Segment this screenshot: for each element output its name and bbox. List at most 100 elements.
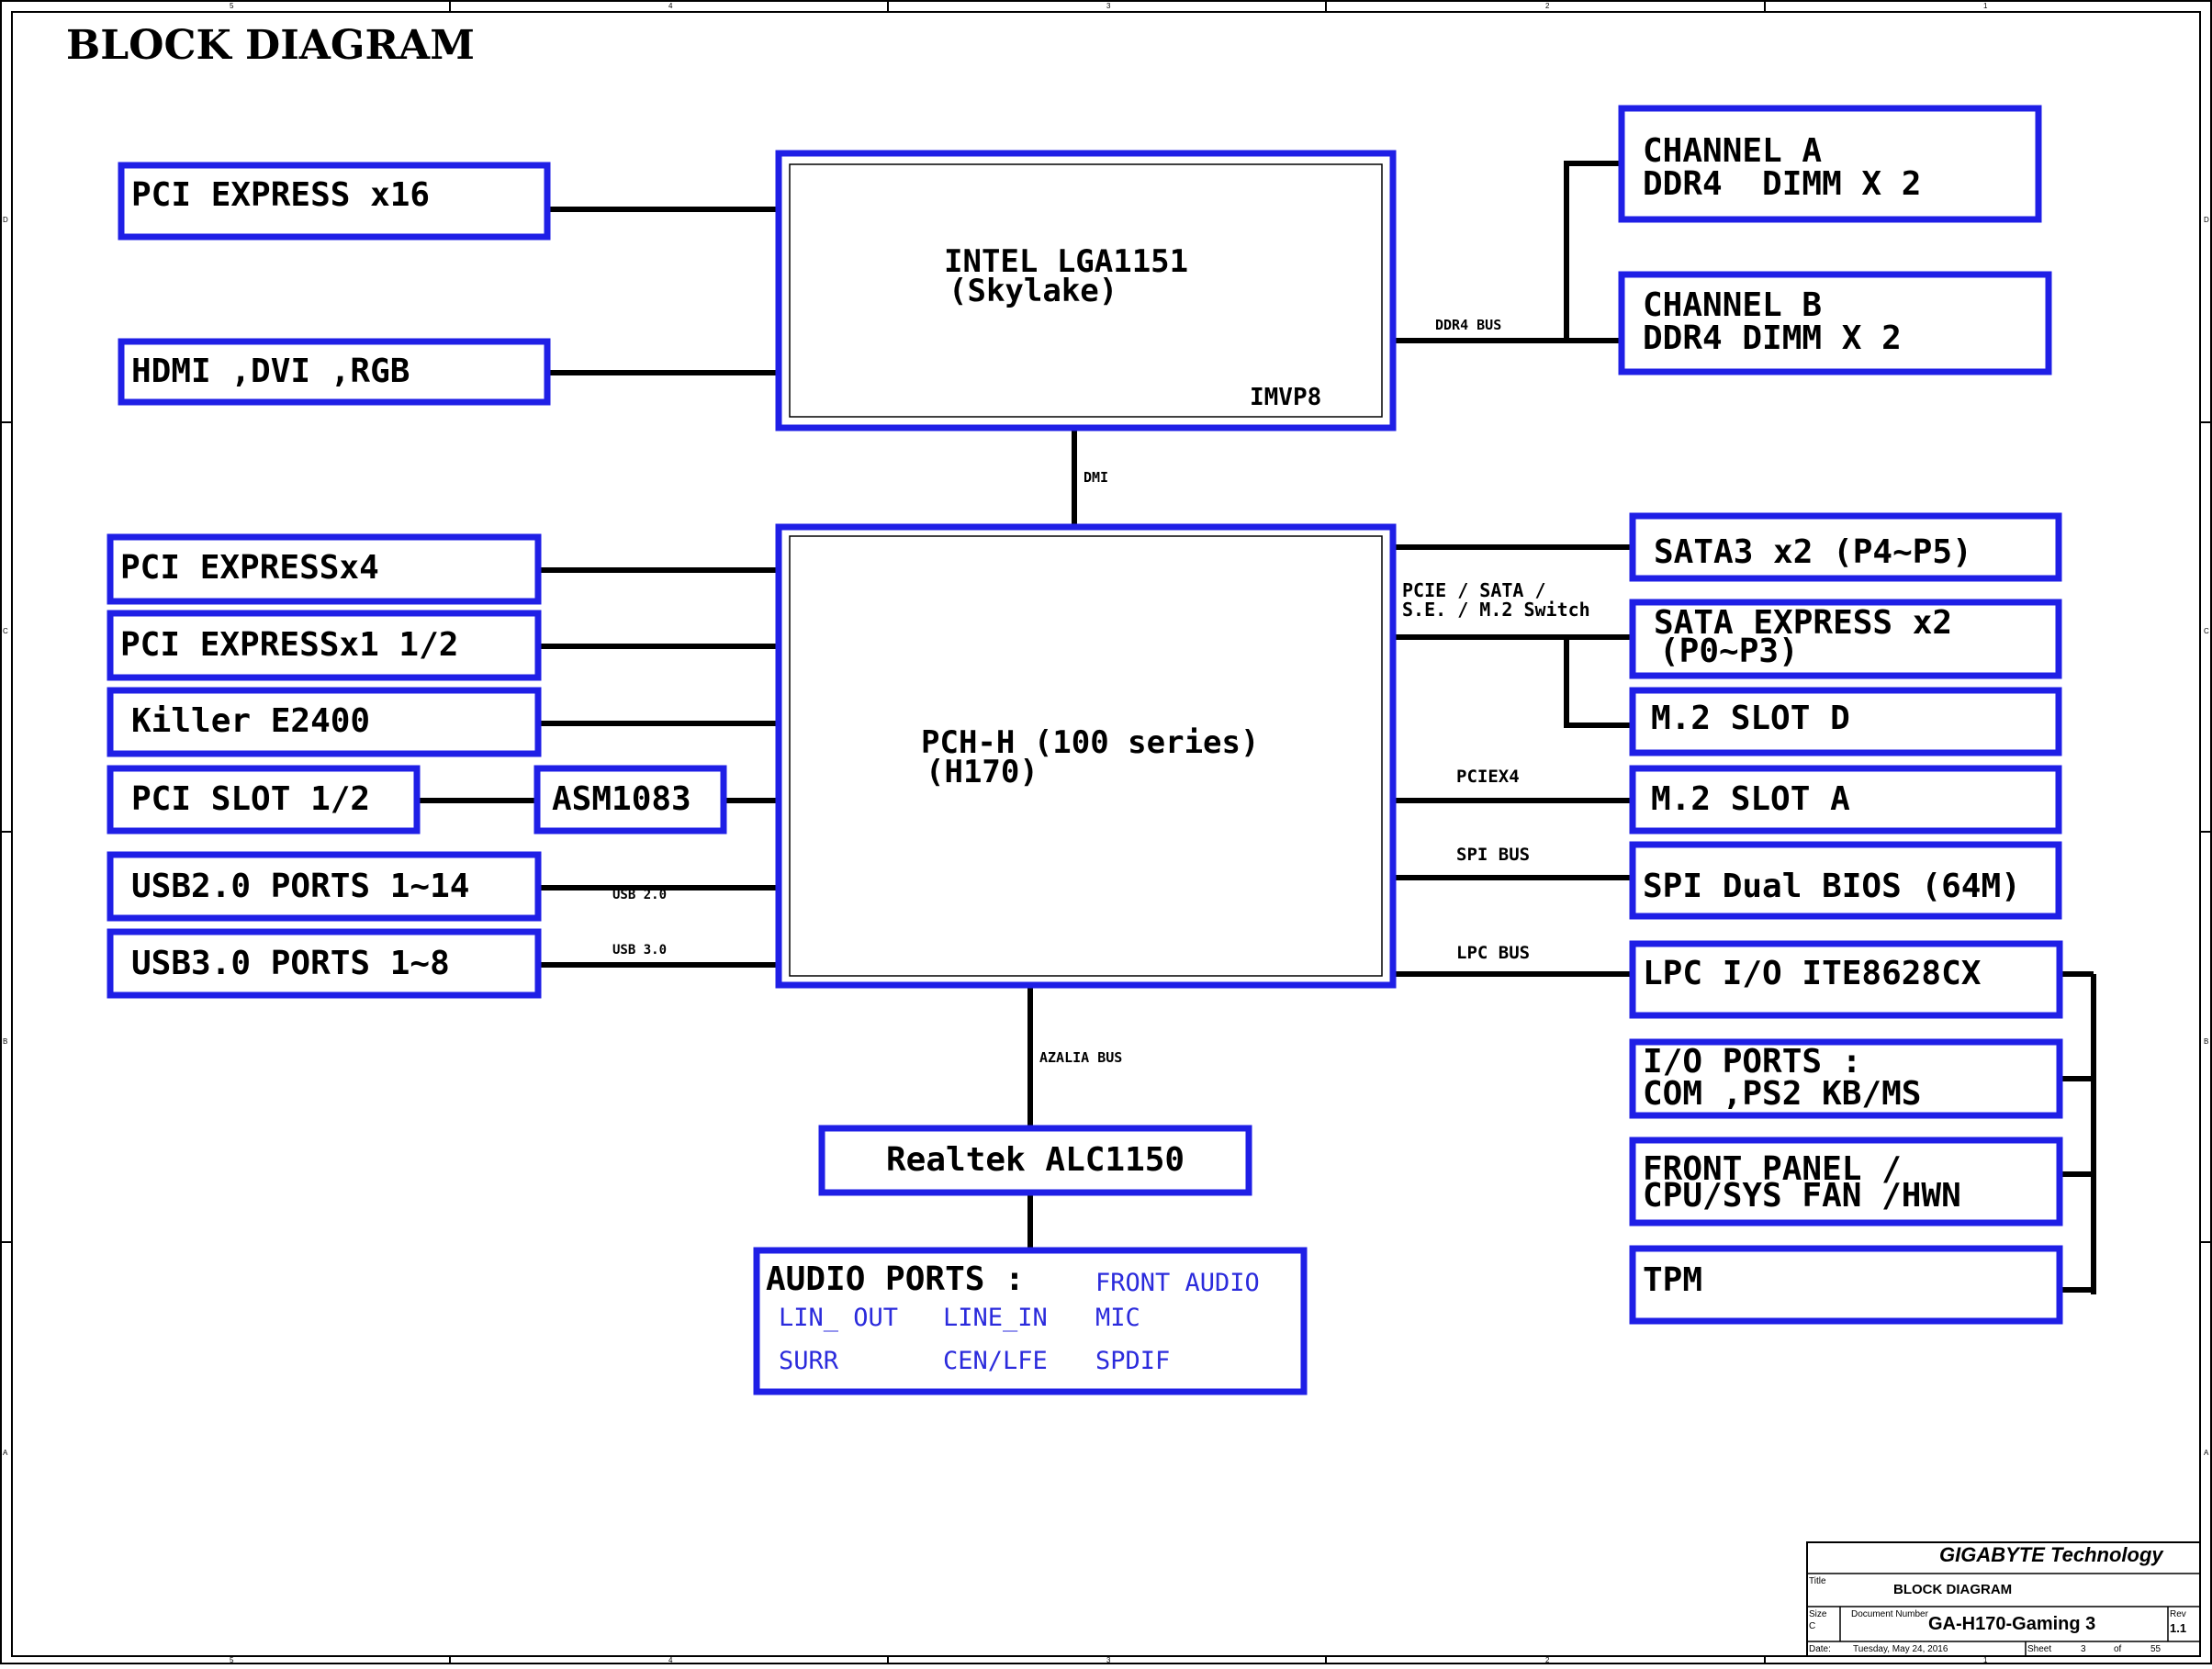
realtek-codec-block[interactable]: Realtek ALC1150 bbox=[818, 1125, 1252, 1196]
usb30-label: USB 3.0 bbox=[612, 943, 667, 958]
lpc-io-label: LPC I/O ITE8628CX bbox=[1643, 955, 1982, 992]
channel-a-block[interactable]: CHANNEL A DDR4 DIMM X 2 bbox=[1618, 105, 2042, 223]
io-ports-block[interactable]: I/O PORTS : COM ,PS2 KB/MS bbox=[1629, 1038, 2063, 1119]
audio-surr: SURR bbox=[779, 1347, 839, 1375]
zone-col-5: 5 bbox=[230, 2, 234, 10]
channel-b-dimm: DDR4 DIMM X 2 bbox=[1643, 319, 1902, 357]
sheet-field-value: 3 bbox=[2081, 1644, 2086, 1654]
pch-name: PCH-H (100 series) bbox=[921, 724, 1259, 761]
zone-row-a: A bbox=[3, 1449, 8, 1457]
usb2-ports-label: USB2.0 PORTS 1~14 bbox=[131, 868, 469, 905]
zone-col-2-bottom: 2 bbox=[1545, 1656, 1550, 1664]
title-field-label: Title bbox=[1809, 1576, 1826, 1586]
lpc-io-block[interactable]: LPC I/O ITE8628CX bbox=[1629, 940, 2063, 1019]
pciex4-label: PCIEX4 bbox=[1456, 767, 1520, 787]
zone-col-4-bottom: 4 bbox=[668, 1656, 673, 1664]
usb3-ports-block[interactable]: USB3.0 PORTS 1~8 bbox=[107, 928, 542, 999]
pci-express-x16-label: PCI EXPRESS x16 bbox=[131, 176, 430, 214]
zone-col-2: 2 bbox=[1545, 2, 1550, 10]
channel-a-dimm: DDR4 DIMM X 2 bbox=[1643, 165, 1921, 203]
m2-slot-a-label: M.2 SLOT A bbox=[1651, 780, 1850, 818]
sata-express-label: SATA EXPRESS x2 bbox=[1654, 604, 1952, 642]
zone-col-4: 4 bbox=[668, 2, 673, 10]
realtek-codec-label: Realtek ALC1150 bbox=[886, 1141, 1185, 1179]
pci-express-x4-block[interactable]: PCI EXPRESSx4 bbox=[107, 533, 542, 605]
interconnect-wires bbox=[417, 161, 2096, 1294]
pci-slot-block[interactable]: PCI SLOT 1/2 bbox=[107, 765, 421, 834]
cpu-name: INTEL LGA1151 bbox=[944, 243, 1188, 280]
audio-spdif: SPDIF bbox=[1095, 1347, 1170, 1375]
m2-slot-a-block[interactable]: M.2 SLOT A bbox=[1629, 765, 2062, 834]
zone-col-1-bottom: 1 bbox=[1983, 1656, 1988, 1664]
pch-block[interactable]: PCH-H (100 series) (H170) bbox=[775, 523, 1397, 989]
spi-bios-label: SPI Dual BIOS (64M) bbox=[1643, 868, 2021, 905]
tpm-block[interactable]: TPM bbox=[1629, 1245, 2063, 1325]
pch-model: (H170) bbox=[926, 754, 1039, 790]
zone-row-b-right: B bbox=[2204, 1037, 2208, 1046]
rev-field-value: 1.1 bbox=[2170, 1621, 2186, 1635]
pci-slot-label: PCI SLOT 1/2 bbox=[131, 780, 370, 818]
front-panel-block[interactable]: FRONT PANEL / CPU/SYS FAN /HWN bbox=[1629, 1137, 2063, 1227]
company-name: GIGABYTE Technology bbox=[1939, 1543, 2164, 1566]
title-field-value: BLOCK DIAGRAM bbox=[1893, 1582, 2012, 1597]
zone-row-b: B bbox=[3, 1037, 7, 1046]
sata3-block[interactable]: SATA3 x2 (P4~P5) bbox=[1629, 512, 2062, 582]
zone-col-1: 1 bbox=[1983, 2, 1988, 10]
audio-ports-label: AUDIO PORTS : bbox=[766, 1260, 1025, 1298]
docnum-field-value: GA-H170-Gaming 3 bbox=[1928, 1614, 2095, 1634]
rev-field-label: Rev bbox=[2170, 1609, 2186, 1619]
spi-bus-label: SPI BUS bbox=[1456, 845, 1530, 865]
audio-line-in: LINE_IN bbox=[943, 1304, 1048, 1332]
date-field-value: Tuesday, May 24, 2016 bbox=[1853, 1644, 1948, 1654]
pci-express-x16-block[interactable]: PCI EXPRESS x16 bbox=[118, 162, 551, 241]
killer-lan-label: Killer E2400 bbox=[131, 702, 370, 740]
asm1083-block[interactable]: ASM1083 bbox=[533, 765, 727, 834]
zone-row-d: D bbox=[3, 216, 8, 224]
usb2-ports-block[interactable]: USB2.0 PORTS 1~14 bbox=[107, 851, 542, 922]
zone-row-d-right: D bbox=[2204, 216, 2209, 224]
sata3-label: SATA3 x2 (P4~P5) bbox=[1654, 533, 1972, 571]
front-panel-label: FRONT PANEL / bbox=[1643, 1150, 1902, 1188]
usb20-label: USB 2.0 bbox=[612, 888, 667, 902]
sata-express-ports: (P0~P3) bbox=[1659, 633, 1799, 670]
hdmi-dvi-rgb-block[interactable]: HDMI ,DVI ,RGB bbox=[118, 338, 551, 406]
sata-express-block[interactable]: SATA EXPRESS x2 (P0~P3) bbox=[1629, 599, 2062, 679]
zone-row-a-right: A bbox=[2204, 1449, 2209, 1457]
spi-bios-block[interactable]: SPI Dual BIOS (64M) bbox=[1629, 841, 2062, 920]
cpu-block[interactable]: INTEL LGA1151 (Skylake) IMVP8 bbox=[775, 150, 1397, 431]
ddr4-bus-label: DDR4 BUS bbox=[1435, 317, 1501, 333]
tpm-label: TPM bbox=[1643, 1261, 1702, 1299]
audio-mic: MIC bbox=[1095, 1304, 1140, 1332]
lpc-bus-label: LPC BUS bbox=[1456, 943, 1530, 963]
pci-express-x1-label: PCI EXPRESSx1 1/2 bbox=[120, 626, 458, 664]
zone-col-5-bottom: 5 bbox=[230, 1656, 234, 1664]
asm1083-label: ASM1083 bbox=[552, 780, 691, 818]
pci-express-x4-label: PCI EXPRESSx4 bbox=[120, 549, 379, 587]
m2-slot-d-label: M.2 SLOT D bbox=[1651, 700, 1850, 737]
sheet-field-label: Sheet bbox=[2027, 1644, 2051, 1654]
audio-ports-block[interactable]: AUDIO PORTS : FRONT AUDIO LIN_ OUT LINE_… bbox=[753, 1247, 1308, 1395]
usb3-ports-label: USB3.0 PORTS 1~8 bbox=[131, 945, 450, 982]
io-ports-label: I/O PORTS : bbox=[1643, 1043, 1861, 1081]
cpu-vr-label: IMVP8 bbox=[1250, 384, 1321, 411]
channel-a-label: CHANNEL A bbox=[1643, 132, 1822, 170]
zone-row-c-right: C bbox=[2204, 627, 2209, 635]
audio-lin-out: LIN_ OUT bbox=[779, 1304, 898, 1332]
of-field-label: of bbox=[2114, 1644, 2122, 1654]
audio-cen-lfe: CEN/LFE bbox=[943, 1347, 1048, 1375]
size-field-value: C bbox=[1809, 1621, 1815, 1631]
channel-b-block[interactable]: CHANNEL B DDR4 DIMM X 2 bbox=[1618, 271, 2052, 375]
pci-express-x1-block[interactable]: PCI EXPRESSx1 1/2 bbox=[107, 610, 542, 681]
page-title: BLOCK DIAGRAM bbox=[66, 22, 475, 69]
total-sheets-value: 55 bbox=[2150, 1644, 2161, 1654]
azalia-bus-label: AZALIA BUS bbox=[1039, 1049, 1122, 1066]
killer-lan-block[interactable]: Killer E2400 bbox=[107, 687, 542, 757]
size-field-label: Size bbox=[1809, 1609, 1827, 1619]
zone-col-3-bottom: 3 bbox=[1106, 1656, 1111, 1664]
io-ports-detail: COM ,PS2 KB/MS bbox=[1643, 1075, 1921, 1113]
m2-slot-d-block[interactable]: M.2 SLOT D bbox=[1629, 687, 2062, 756]
date-field-label: Date: bbox=[1809, 1644, 1831, 1654]
zone-col-3: 3 bbox=[1106, 2, 1111, 10]
audio-front: FRONT AUDIO bbox=[1095, 1269, 1260, 1297]
